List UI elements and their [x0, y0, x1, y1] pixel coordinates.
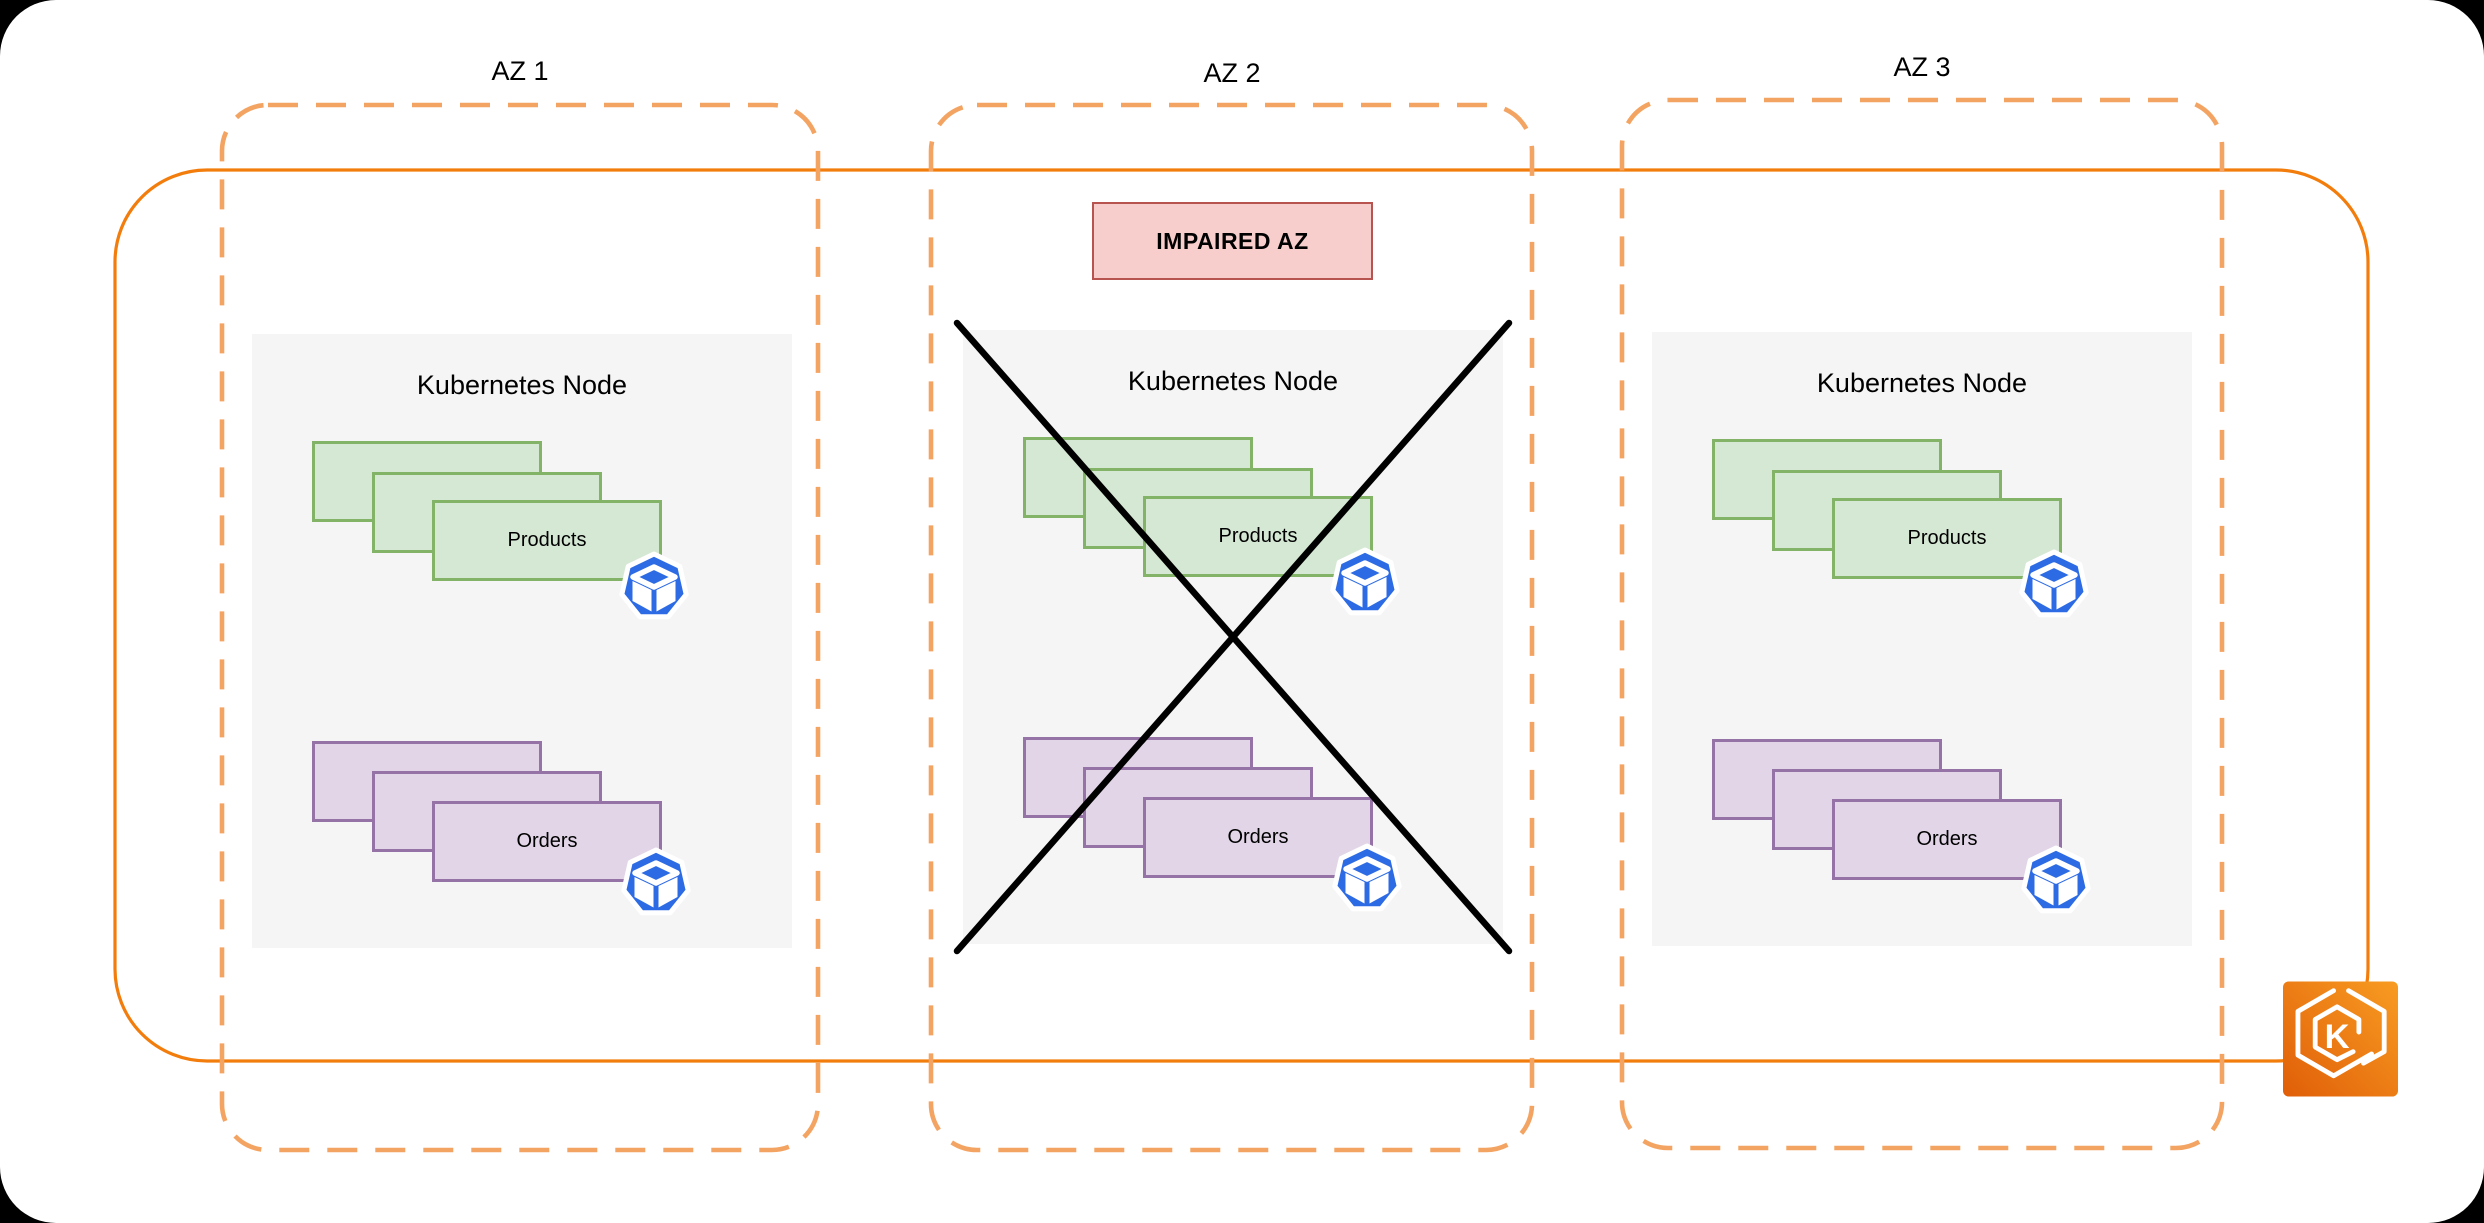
kubernetes-pod-icon	[2018, 842, 2094, 918]
kubernetes-pod-icon	[618, 844, 694, 920]
impaired-az-badge: IMPAIRED AZ	[1092, 202, 1373, 280]
kubernetes-node-az2: Kubernetes Node Products Orders	[963, 330, 1503, 944]
node-title: Kubernetes Node	[1127, 366, 1339, 396]
orders-pod-front: Orders	[1832, 799, 2062, 880]
products-pod-front: Products	[1832, 498, 2062, 579]
kubernetes-pod-icon	[2016, 546, 2092, 622]
kubernetes-node-az1: Kubernetes Node Products Orders	[252, 334, 792, 948]
products-pod-front: Products	[432, 500, 662, 581]
amazon-eks-icon: K	[2283, 981, 2398, 1097]
node-title: Kubernetes Node	[1816, 368, 2028, 398]
kubernetes-node-az3: Kubernetes Node Products Orders	[1652, 332, 2192, 946]
orders-pod-front: Orders	[432, 801, 662, 882]
kubernetes-pod-icon	[616, 548, 692, 624]
eks-letter: K	[2325, 1018, 2350, 1056]
az2-label: AZ 2	[1203, 58, 1261, 88]
kubernetes-pod-icon	[1329, 840, 1405, 916]
az1-label: AZ 1	[491, 56, 549, 86]
az3-label: AZ 3	[1893, 52, 1951, 82]
node-title: Kubernetes Node	[416, 370, 628, 400]
kubernetes-pod-icon	[1327, 544, 1403, 620]
